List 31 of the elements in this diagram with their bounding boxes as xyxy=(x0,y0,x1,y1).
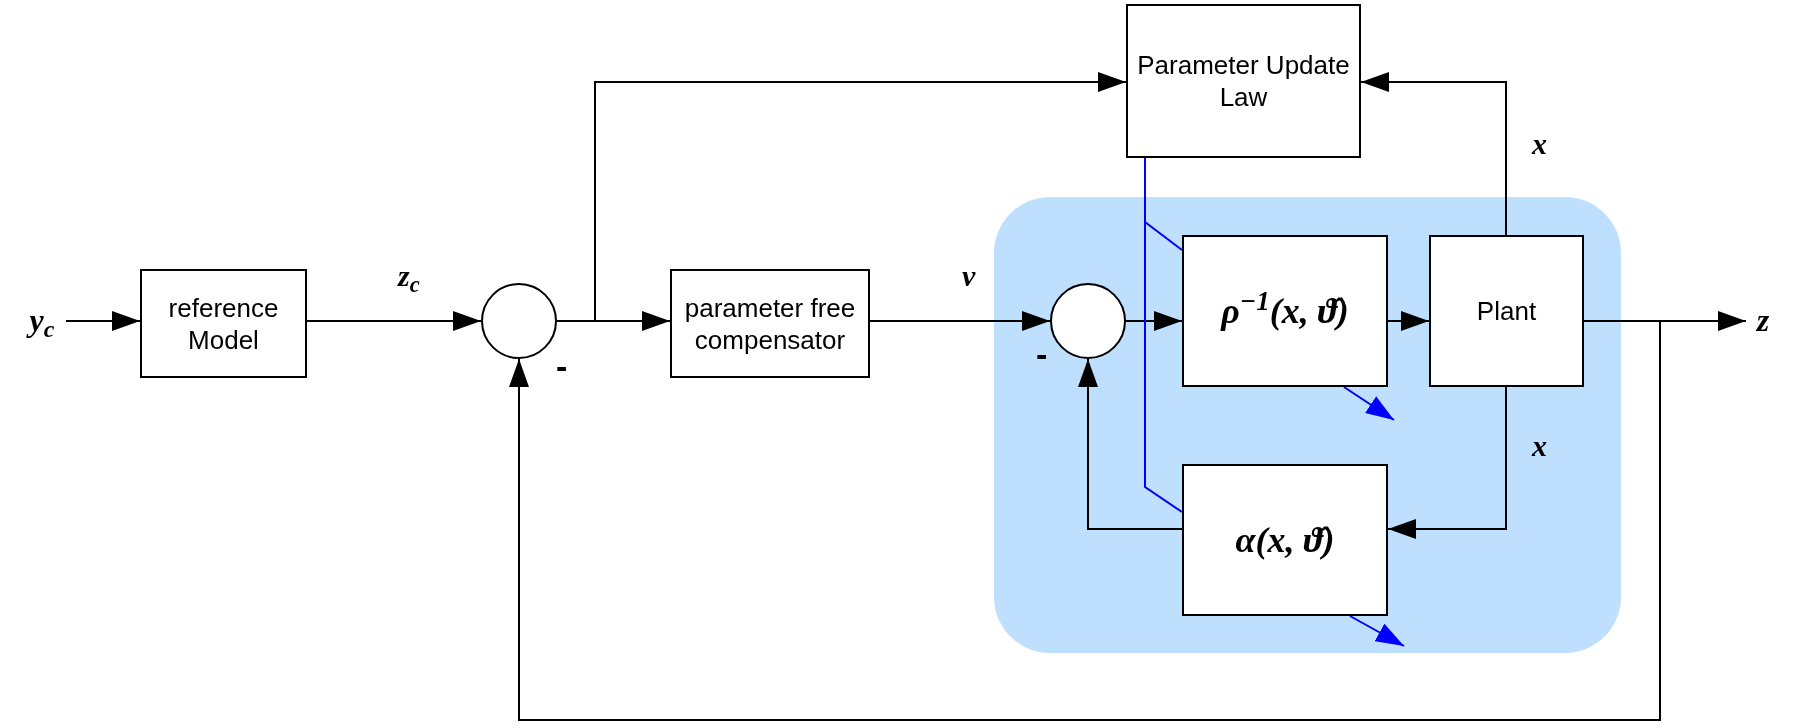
arrow xyxy=(1387,311,1430,331)
block-box xyxy=(670,269,870,378)
arrow xyxy=(1125,311,1183,331)
arrow xyxy=(1360,72,1507,236)
block-box xyxy=(1429,235,1584,387)
block-box xyxy=(1182,235,1388,387)
shaded-region xyxy=(994,197,1621,653)
block-box xyxy=(1126,4,1361,158)
block-box xyxy=(140,269,307,378)
minus-sign: - xyxy=(1036,336,1048,372)
arrow xyxy=(1078,358,1183,530)
block-box xyxy=(1182,464,1388,616)
edge-label: z$_{c}$ xyxy=(398,258,420,294)
block-label: reference Model xyxy=(167,291,280,356)
math-expression: α(x, ϑ̂) xyxy=(1235,519,1335,562)
math-expression: ρ$^{−1}$(x, ϑ̂) xyxy=(1221,284,1349,333)
edge-label: x xyxy=(1532,428,1547,464)
arrow xyxy=(1387,386,1507,539)
minus-sign: - xyxy=(556,348,568,384)
arrow xyxy=(869,311,1051,331)
edge-label: v xyxy=(962,258,976,294)
arrow xyxy=(65,311,141,331)
arrow xyxy=(509,320,1661,721)
arrow xyxy=(306,311,482,331)
arrow xyxy=(1349,615,1405,647)
edge-label: x xyxy=(1532,126,1547,162)
arrow xyxy=(1343,386,1395,421)
block-label: Plant xyxy=(1476,295,1537,327)
block-label: parameter free compensator xyxy=(683,291,857,356)
signal-label: z xyxy=(1756,301,1770,340)
block-label: Parameter Update Law xyxy=(1136,49,1351,113)
